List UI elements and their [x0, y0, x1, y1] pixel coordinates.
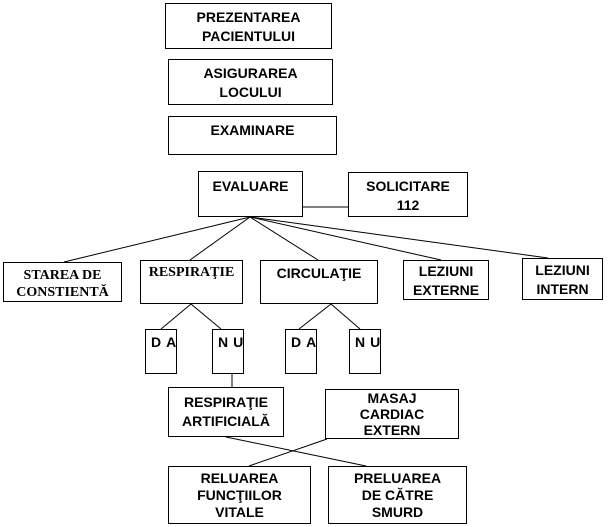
- node-preluarea-de-catre-smurd: PRELUAREA DE CĂTRE SMURD: [328, 466, 467, 524]
- node-label: DA: [291, 334, 316, 350]
- node-evaluare: EVALUARE: [198, 171, 303, 217]
- connector-respiratie-nu: [190, 303, 222, 330]
- connector-evaluare-respiratie: [189, 216, 251, 261]
- node-nu-respiratie: NU: [212, 329, 244, 374]
- node-label: LEZIUNI EXTERNE: [412, 263, 480, 298]
- node-label: MASAJ CARDIAC EXTERN: [359, 390, 425, 438]
- node-respiratie-artificiala: RESPIRAŢIE ARTIFICIALĂ: [168, 387, 284, 437]
- node-label: RESPIRAŢIE ARTIFICIALĂ: [182, 394, 270, 429]
- node-label: PREZENTAREA PACIENTULUI: [196, 9, 301, 44]
- node-label: EVALUARE: [212, 178, 289, 194]
- connector-circulatie-da: [298, 303, 332, 330]
- node-label: RESPIRAŢIE: [148, 265, 235, 280]
- node-da-respiratie: DA: [145, 329, 177, 374]
- connector-respiratie-artificiala-preluarea: [225, 436, 367, 467]
- connector-evaluare-leziuni-externe: [249, 216, 442, 261]
- node-label: STAREA DE CONSTIENTĂ: [16, 268, 109, 300]
- node-label: PRELUAREA DE CĂTRE SMURD: [353, 470, 442, 520]
- connector-circulatie-nu: [330, 303, 361, 330]
- node-label: EXAMINARE: [210, 122, 295, 138]
- connector-masaj-reluarea: [248, 438, 328, 467]
- node-starea-de-constienta: STAREA DE CONSTIENTĂ: [3, 262, 122, 302]
- node-label: ASIGURAREA LOCULUI: [203, 65, 298, 100]
- node-label: NU: [355, 334, 380, 350]
- node-asigurarea-locului: ASIGURAREA LOCULUI: [168, 59, 333, 105]
- node-label: LEZIUNI INTERN: [535, 262, 590, 297]
- node-respiratie: RESPIRAŢIE: [140, 260, 243, 304]
- node-label: SOLICITARE 112: [366, 178, 450, 213]
- node-reluarea-functiilor-vitale: RELUAREA FUNCŢIILOR VITALE: [168, 466, 311, 524]
- node-masaj-cardiac-extern: MASAJ CARDIAC EXTERN: [325, 389, 459, 439]
- node-label: RELUAREA FUNCŢIILOR VITALE: [197, 470, 282, 520]
- node-circulatie: CIRCULAŢIE: [260, 260, 378, 304]
- connector-respiratie-da: [160, 303, 192, 330]
- node-nu-circulatie: NU: [349, 329, 381, 374]
- node-leziuni-externe: LEZIUNI EXTERNE: [403, 260, 489, 300]
- node-leziuni-intern: LEZIUNI INTERN: [522, 258, 603, 300]
- node-label: NU: [218, 334, 243, 350]
- node-prezentarea-pacientului: PREZENTAREA PACIENTULUI: [165, 3, 332, 49]
- node-label: DA: [151, 334, 176, 350]
- node-da-circulatie: DA: [285, 329, 317, 374]
- connector-evaluare-starea: [63, 216, 251, 263]
- node-label: CIRCULAŢIE: [276, 265, 362, 281]
- connector-evaluare-circulatie: [249, 216, 319, 261]
- node-solicitare-112: SOLICITARE 112: [348, 172, 468, 217]
- node-examinare: EXAMINARE: [168, 116, 337, 155]
- connector-evaluare-leziuni-intern: [249, 216, 549, 259]
